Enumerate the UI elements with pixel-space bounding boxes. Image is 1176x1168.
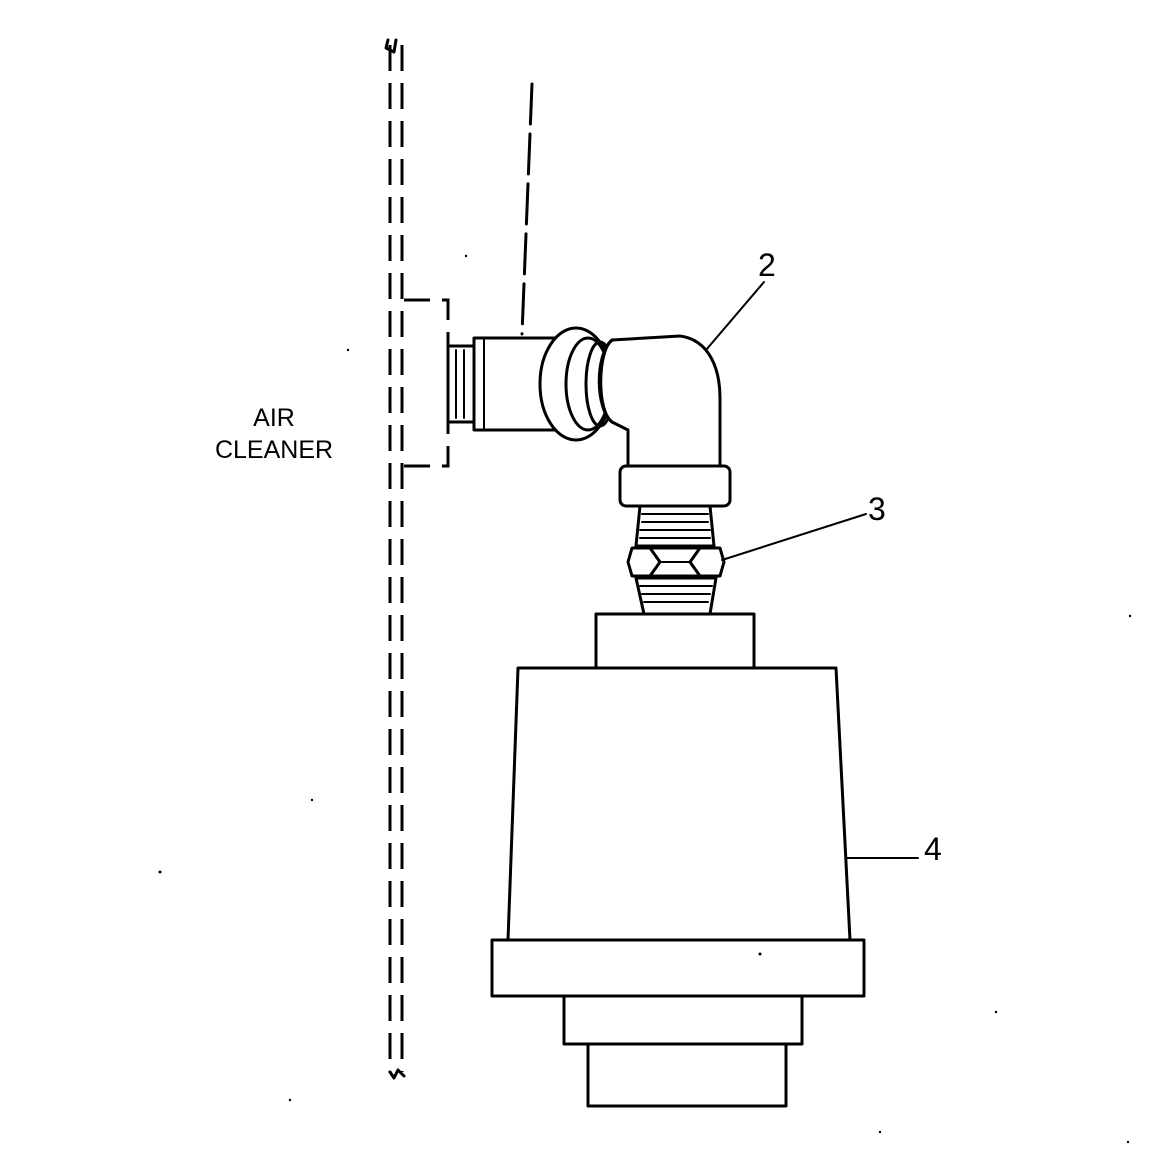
filter-body <box>490 666 866 1108</box>
leader-line-top <box>520 82 534 336</box>
air-cleaner-label-line2: CLEANER <box>215 436 333 464</box>
callout-leader-2 <box>705 281 765 351</box>
hex-nut <box>626 546 726 578</box>
callout-4: 4 <box>924 831 942 867</box>
elbow-fitting <box>538 326 722 470</box>
scan-speckles <box>158 254 1132 1144</box>
air-cleaner-wall <box>384 38 406 1080</box>
elbow-collar <box>618 464 732 508</box>
callout-leader-3 <box>721 513 867 561</box>
filter-head <box>594 612 756 670</box>
mounting-flange-outline <box>404 298 450 468</box>
callout-3: 3 <box>868 491 886 527</box>
callout-2: 2 <box>758 247 776 283</box>
threaded-nipple <box>634 504 718 616</box>
air-cleaner-label-line1: AIR <box>253 404 295 432</box>
